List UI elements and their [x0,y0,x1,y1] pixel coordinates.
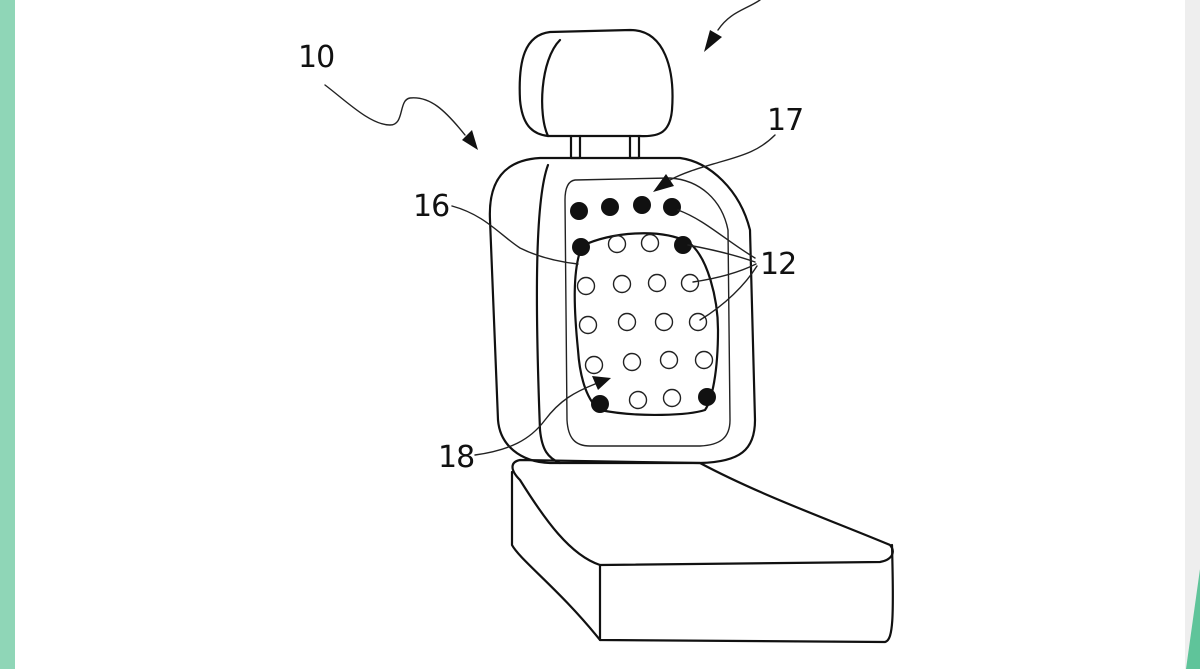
backrest-inner-panel [564,177,731,447]
ref-17: 17 [767,103,803,138]
headrest-post-right [628,134,641,160]
sensor-active [591,395,609,413]
corner-accent [1186,569,1200,669]
ref-12: 12 [760,247,796,282]
right-border-band [1185,0,1200,669]
left-border-band [0,0,15,669]
leader-top [717,0,761,31]
sensor [647,273,667,293]
leader-17 [669,134,776,181]
sensor [640,233,660,253]
sensor [578,315,598,335]
leader-12-b [687,244,756,263]
seat-cushion-top [511,458,894,567]
sensor-active [663,198,681,216]
leader-12-d [699,265,758,321]
sensor [659,350,679,370]
sensor-active [572,238,590,256]
arrow-17 [653,174,674,192]
seat-cushion-front [510,470,894,644]
ref-16: 16 [413,189,449,224]
sensor-active [601,198,619,216]
sensor [576,276,596,296]
ref-18: 18 [438,440,474,475]
arrow-18 [592,376,611,390]
sensor [607,234,627,254]
sensor [680,273,700,293]
headrest-inner-edge [541,38,562,138]
sensor [622,352,642,372]
headrest-post-left [569,134,582,160]
arrow-10 [462,130,478,150]
leader-16 [451,205,579,265]
leader-18 [474,383,596,456]
ref-10: 10 [298,40,334,75]
sensor [688,312,708,332]
sensor-active [674,236,692,254]
leader-12-c [692,263,757,283]
sensor [694,350,714,370]
sensor [662,388,682,408]
sensor [584,355,604,375]
arrow-top [704,30,722,52]
leader-12-a [677,209,756,259]
sensor [612,274,632,294]
sensor-active [633,196,651,214]
sensor-active [698,388,716,406]
backrest-bolster-line [535,163,562,465]
sensor-active [570,202,588,220]
leader-10 [324,84,466,136]
sensor [617,312,637,332]
sensor [654,312,674,332]
headrest [518,28,674,138]
sensor [628,390,648,410]
